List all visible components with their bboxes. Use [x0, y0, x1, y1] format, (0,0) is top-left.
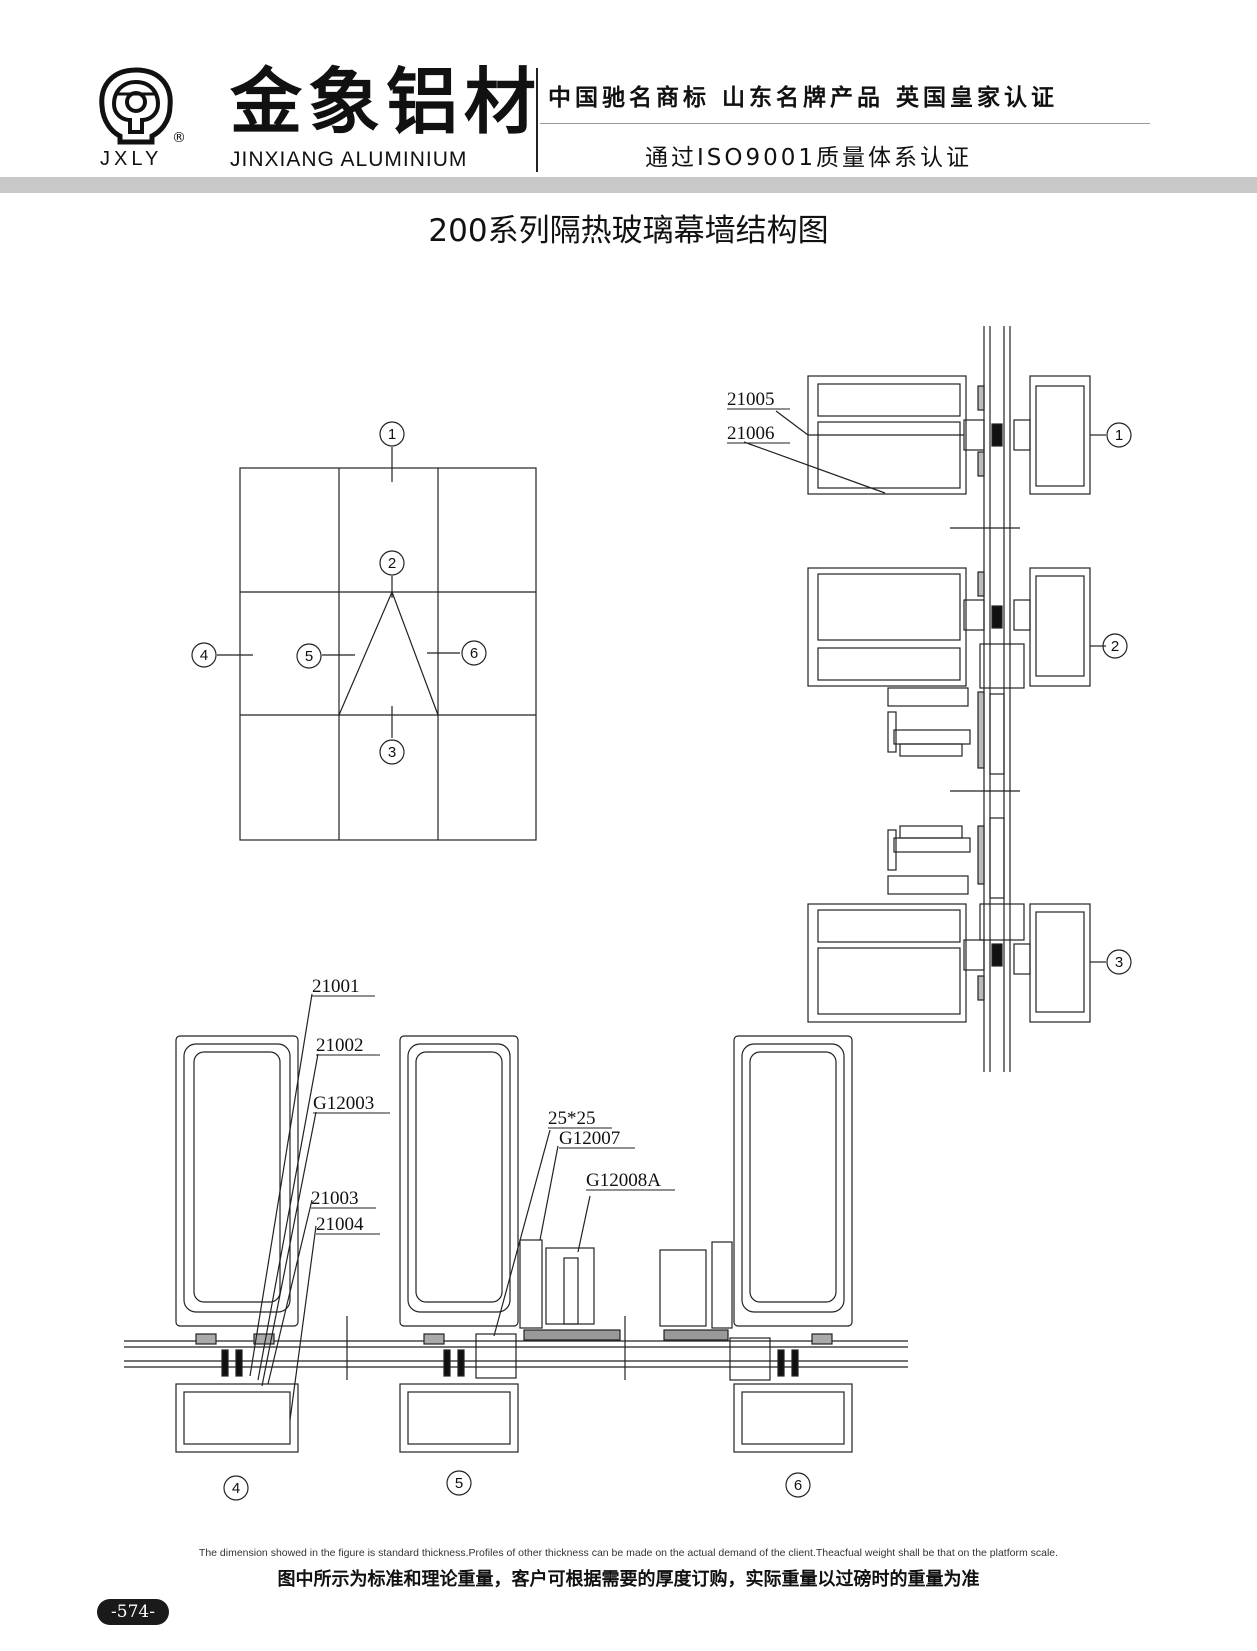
section-marker-3-label: 3	[1115, 954, 1123, 971]
part-label-21002: 21002	[316, 1035, 364, 1056]
elevation-marker-5	[296, 643, 322, 669]
part-label-21003: 21003	[311, 1188, 359, 1209]
footer-note-en: The dimension showed in the figure is st…	[198, 1547, 1059, 1559]
part-label-21004: 21004	[316, 1214, 364, 1235]
elevation-marker-6	[461, 640, 487, 666]
part-label-G12007: G12007	[559, 1128, 620, 1149]
brand-name-en: JINXIANG ALUMINIUM	[230, 148, 468, 171]
section-marker-6-label: 6	[794, 1477, 802, 1494]
part-label-21005: 21005	[727, 389, 775, 410]
part-label-21001: 21001	[312, 976, 360, 997]
elevation-marker-4-label: 4	[200, 647, 208, 664]
page-number: -574-	[111, 1602, 155, 1622]
section-marker-5	[446, 1470, 472, 1496]
slogan-line2: 通过ISO9001质量体系认证	[645, 145, 973, 171]
elevation-marker-3-label: 3	[388, 744, 396, 761]
section-marker-2	[1102, 633, 1128, 659]
section-marker-1-label: 1	[1115, 427, 1123, 444]
page-title: 200系列隔热玻璃幕墙结构图	[428, 213, 829, 249]
horizontal-section-view	[124, 993, 908, 1453]
elevation-marker-2-label: 2	[388, 555, 396, 572]
elephant-logo-icon	[99, 67, 173, 145]
page-number-badge	[97, 1599, 169, 1625]
header-divider-vertical	[536, 68, 538, 172]
section-marker-4	[223, 1475, 249, 1501]
section-marker-1	[1106, 422, 1132, 448]
part-label-25x25: 25*25	[548, 1108, 596, 1129]
part-label-G12008A: G12008A	[586, 1170, 661, 1191]
elevation-marker-5-label: 5	[305, 648, 313, 665]
part-label-G12003: G12003	[313, 1093, 374, 1114]
elevation-marker-1	[379, 421, 405, 447]
brand-abbr: JXLY	[100, 148, 163, 170]
section-marker-5-label: 5	[455, 1475, 463, 1492]
elevation-view	[217, 447, 537, 841]
section-marker-4-label: 4	[232, 1480, 240, 1497]
section-marker-6	[785, 1472, 811, 1498]
slogan-line1: 中国驰名商标 山东名牌产品 英国皇家认证	[548, 85, 1059, 111]
footer-note-cn: 图中所示为标准和理论重量，客户可根据需要的厚度订购，实际重量以过磅时的重量为准	[277, 1569, 980, 1590]
vertical-section-view	[743, 326, 1106, 1072]
registered-mark: ®	[172, 130, 186, 146]
header-band	[0, 177, 1257, 193]
section-marker-2-label: 2	[1111, 638, 1119, 655]
part-label-21006: 21006	[727, 423, 775, 444]
brand-name-cn: 金象铝材	[230, 59, 543, 144]
elevation-marker-2	[379, 550, 405, 576]
elevation-marker-1-label: 1	[388, 426, 396, 443]
elevation-marker-4	[191, 642, 217, 668]
header-divider-horizontal	[540, 123, 1150, 124]
section-marker-3	[1106, 949, 1132, 975]
elevation-marker-3	[379, 739, 405, 765]
elevation-marker-6-label: 6	[470, 645, 478, 662]
